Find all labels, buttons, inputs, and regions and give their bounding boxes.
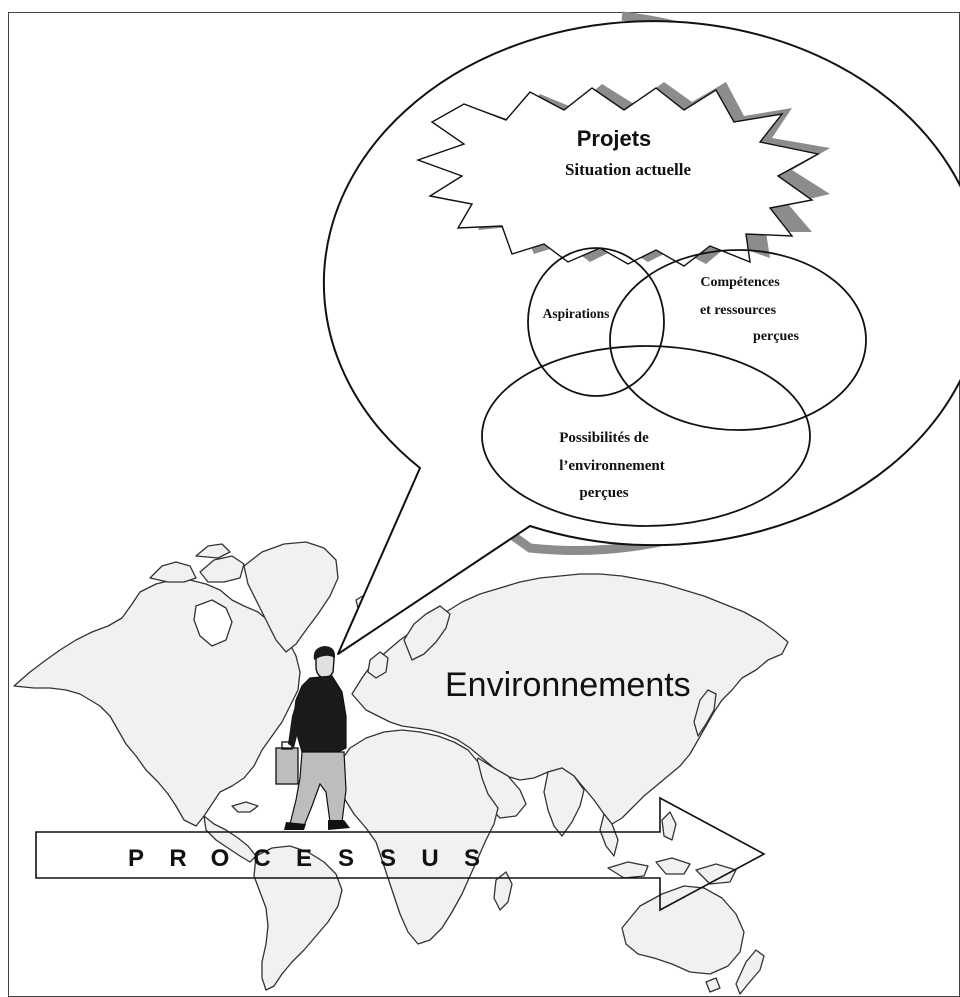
japan [693, 689, 717, 737]
greenland [243, 541, 339, 653]
venn-circle-competences [609, 249, 867, 431]
walking-person-icon [275, 646, 350, 830]
thought-bubble: Projets Situation actuelle Aspirations C… [322, 11, 960, 655]
person-arm [288, 690, 306, 748]
briefcase-handle [281, 741, 293, 750]
india [543, 767, 585, 837]
new-guinea [695, 863, 737, 885]
person-trousers [289, 751, 347, 827]
burst-subtitle: Situation actuelle [565, 160, 692, 179]
philippines [661, 811, 677, 841]
venn-label-competences-1: Compétences [700, 275, 780, 290]
central-america [203, 815, 257, 863]
australia [621, 885, 745, 975]
process-letter: P [128, 845, 144, 872]
process-letter: O [211, 845, 230, 872]
madagascar [493, 871, 513, 911]
new-zealand [735, 949, 765, 995]
venn-label-possibilites-1: Possibilités de [559, 430, 649, 446]
indonesia-1 [607, 861, 649, 879]
world-map-icon [13, 541, 789, 995]
process-letter: S [464, 845, 480, 872]
venn-diagram [481, 247, 867, 527]
south-america [253, 845, 343, 991]
venn-circle-possibilites [481, 345, 811, 527]
british-isles [367, 651, 389, 679]
person-briefcase [275, 747, 299, 785]
person-shoe-left [284, 822, 306, 830]
arctic-islands [149, 561, 197, 583]
process-arrow-shape [35, 796, 766, 912]
process-letter: S [338, 845, 354, 872]
map-label: Environnements [445, 666, 691, 704]
burst-title: Projets [577, 126, 652, 151]
scandinavia [403, 605, 451, 661]
arctic-islands-2 [199, 555, 245, 583]
caribbean [231, 801, 259, 813]
se-asia [599, 813, 619, 857]
eurasia [351, 573, 789, 825]
burst-shape [415, 87, 820, 267]
venn-label-competences-3: perçues [753, 329, 799, 344]
tasmania [705, 977, 721, 993]
person-shoe-right [328, 820, 350, 830]
process-letter: R [169, 845, 186, 872]
process-letter: U [421, 845, 438, 872]
indonesia-2 [655, 857, 691, 875]
venn-circle-aspirations [527, 247, 665, 397]
process-letter: C [253, 845, 270, 872]
venn-label-aspirations: Aspirations [543, 306, 610, 321]
africa [337, 729, 499, 945]
arctic-islands-3 [195, 543, 231, 559]
north-america [13, 579, 301, 827]
person-hair [313, 646, 336, 660]
process-letter: S [380, 845, 396, 872]
projets-burst: Projets Situation actuelle [415, 82, 830, 267]
hudson-bay [193, 599, 233, 647]
venn-label-possibilites-3: perçues [579, 485, 628, 501]
process-letter: E [296, 845, 312, 872]
venn-label-possibilites-2: l’environnement [559, 458, 665, 474]
venn-label-competences-2: et ressources [700, 303, 777, 318]
